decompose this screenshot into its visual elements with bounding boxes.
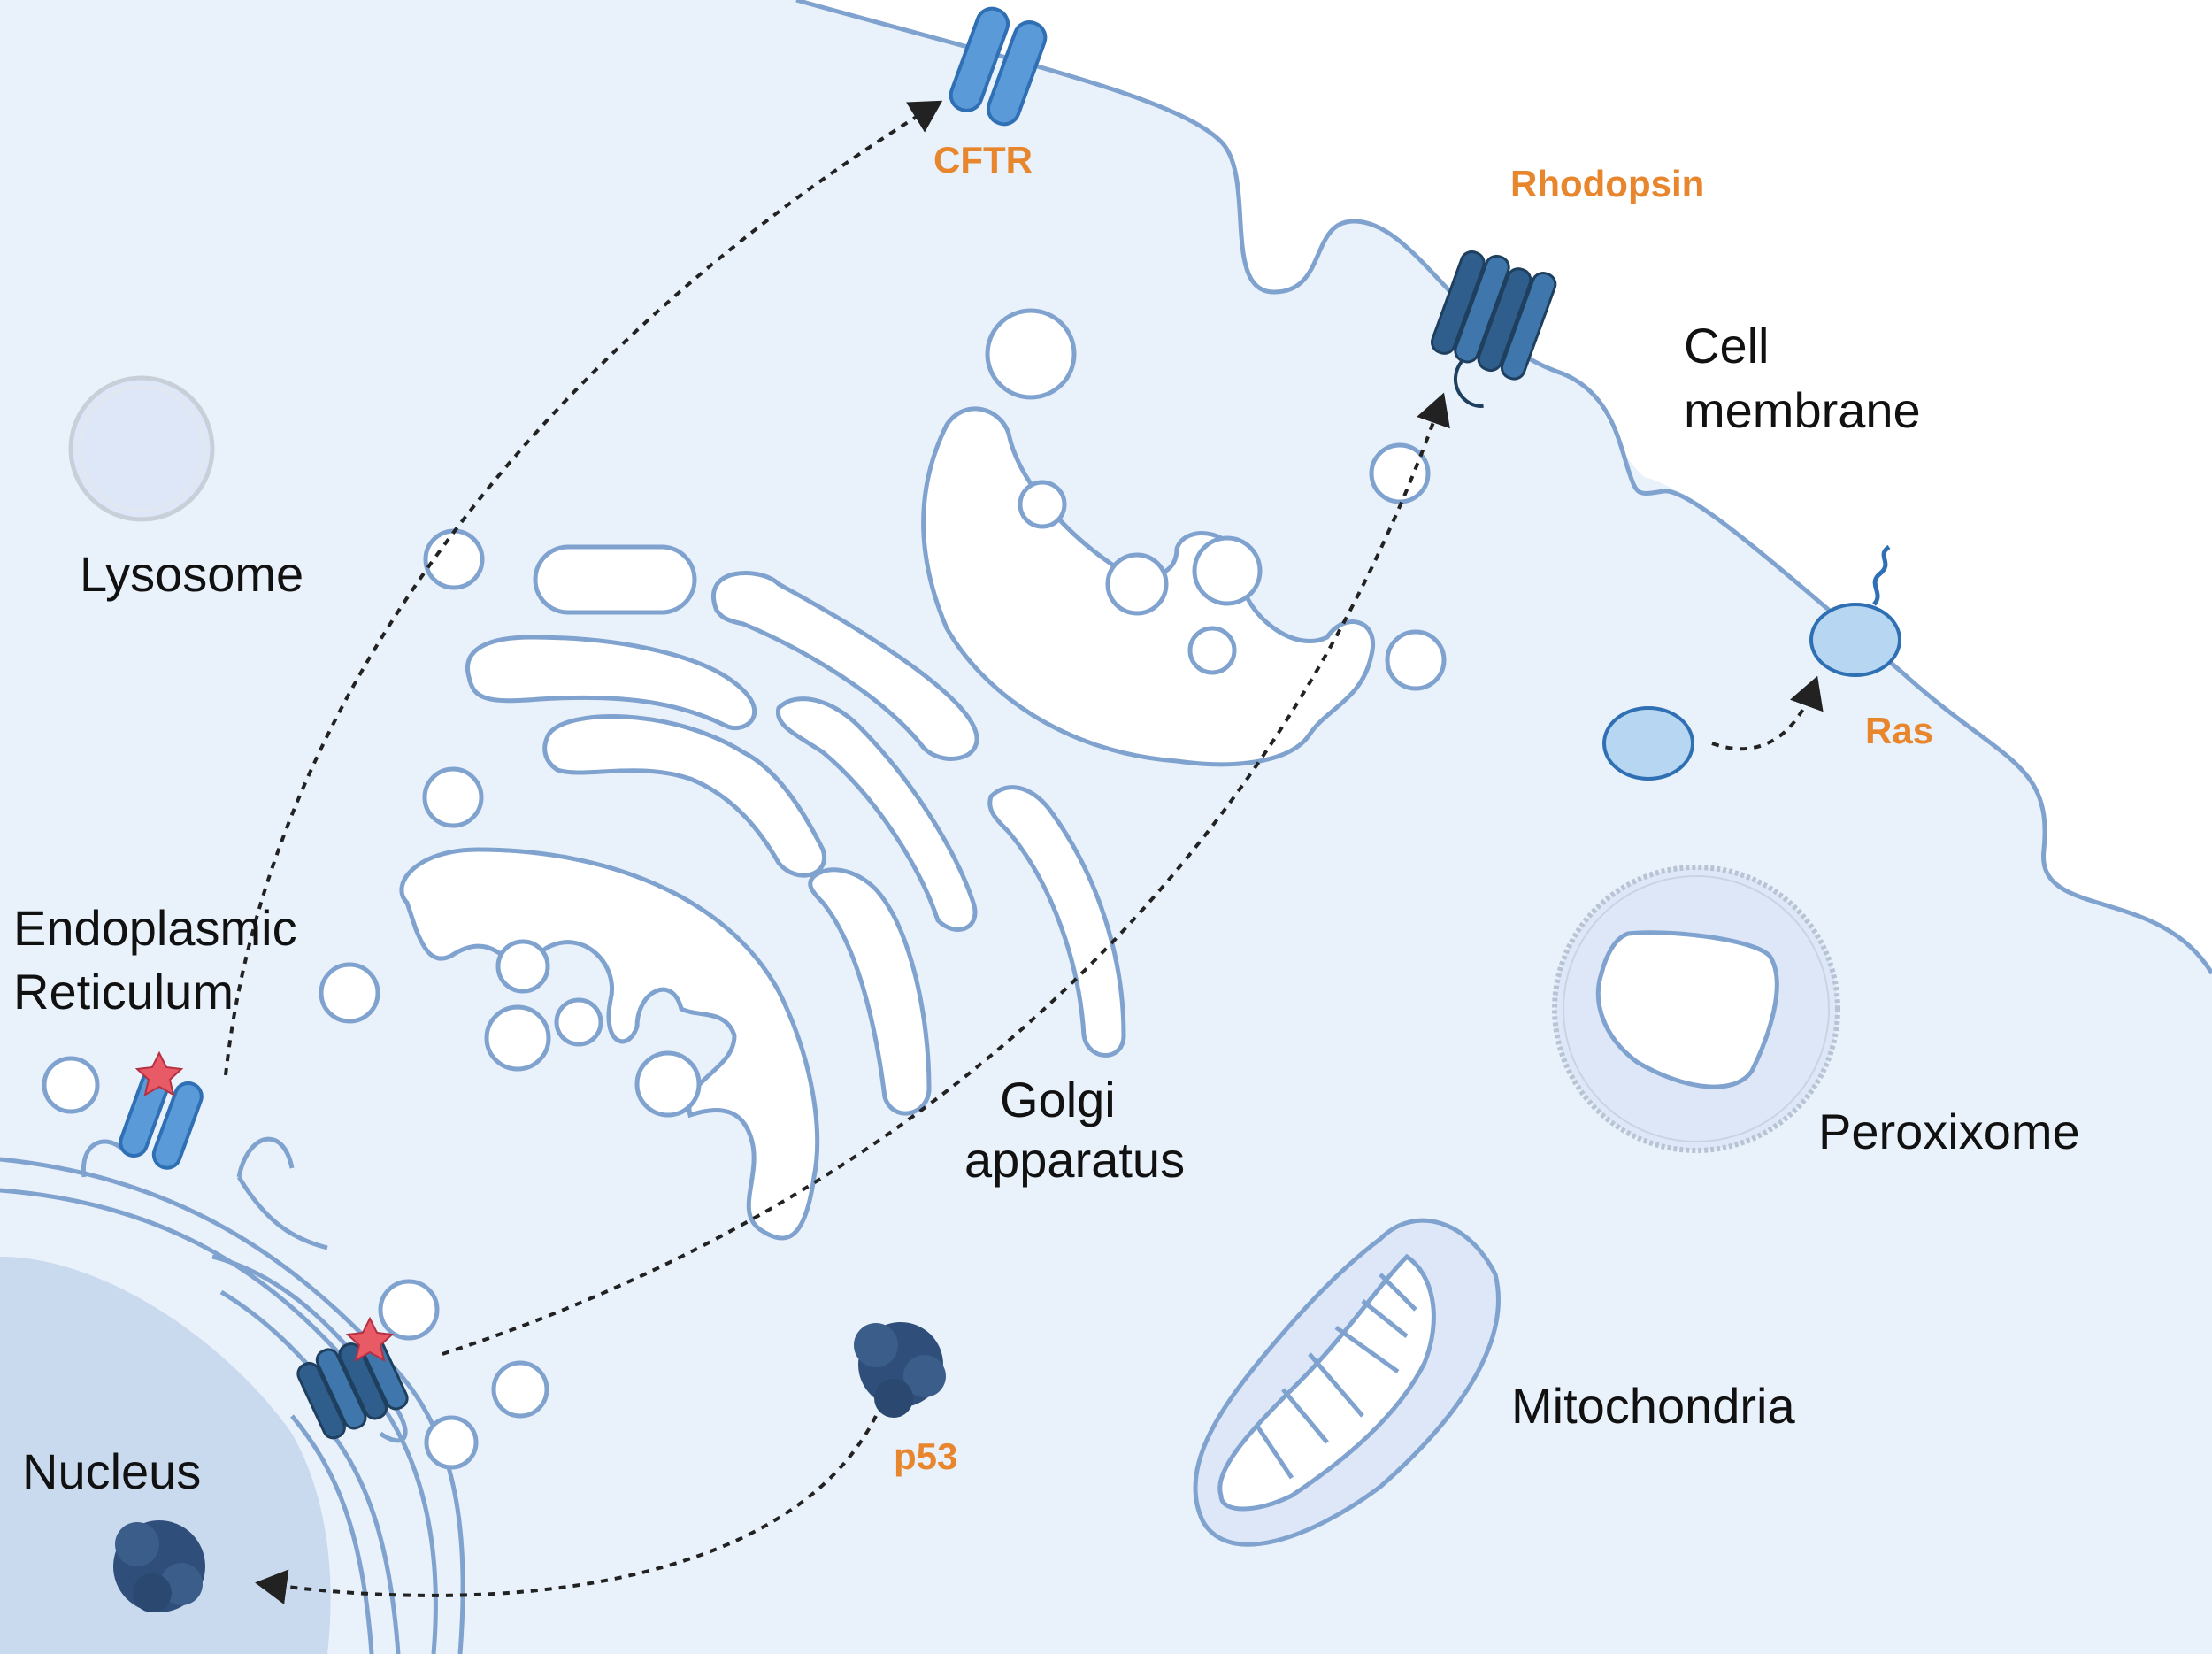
rhodopsin-receptor-icon [1430, 250, 1557, 408]
er-cftr-channel-icon [119, 1069, 204, 1170]
ras-vesicle-icon [1809, 603, 1901, 677]
peroxisome [1552, 865, 1840, 1153]
misfolding-star-icon-2 [345, 1316, 395, 1362]
label-er-line1: Endoplasmic [13, 900, 297, 956]
misfolding-star-icon [134, 1050, 184, 1096]
label-nucleus: Nucleus [22, 1443, 201, 1499]
lysosome [68, 375, 215, 522]
er-rhodopsin-receptor-icon [296, 1328, 409, 1440]
label-lysosome: Lysosome [80, 546, 303, 602]
p53-protein-icon [854, 1322, 946, 1418]
label-golgi-line1: Golgi [1000, 1072, 1116, 1127]
cell-membrane [795, 0, 2212, 975]
trafficking-arrows [224, 100, 1824, 1604]
label-cell-membrane-line2: membrane [1684, 382, 1921, 438]
label-rhodopsin: Rhodopsin [1510, 163, 1704, 204]
arrow-ras-to-membrane [1711, 675, 1824, 751]
nuclear-p53-icon [113, 1520, 205, 1612]
label-golgi-line2: apparatus [964, 1132, 1185, 1188]
arrow-p53-to-nucleus [255, 1415, 878, 1604]
label-cftr: CFTR [933, 139, 1033, 181]
nucleus [0, 1257, 331, 1654]
mitochondria [1193, 1218, 1501, 1547]
cftr-channel-icon [949, 6, 1048, 127]
label-er-line2: Reticulum [13, 964, 234, 1019]
label-p53: p53 [894, 1435, 957, 1477]
ras-anchor [1871, 544, 1891, 606]
ras-vesicle-start [1602, 706, 1694, 781]
er-vesicles [42, 962, 549, 1470]
label-mitochondria: Mitochondria [1511, 1378, 1795, 1434]
label-cell-membrane-line1: Cell [1684, 318, 1769, 373]
arrow-er-to-rhodopsin [442, 392, 1450, 1356]
label-peroxisome: Peroxixome [1818, 1104, 2080, 1159]
golgi-apparatus [399, 308, 1447, 1241]
label-ras: Ras [1865, 710, 1933, 751]
